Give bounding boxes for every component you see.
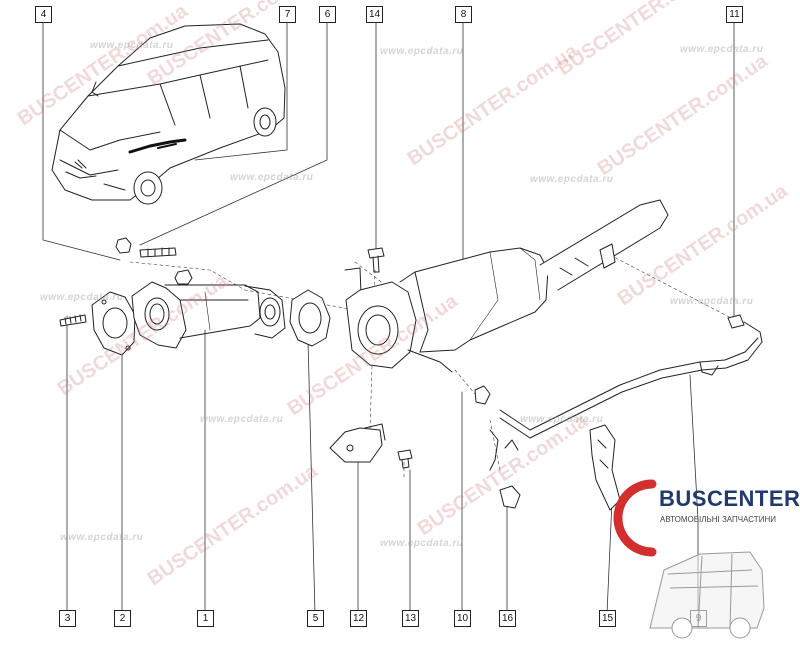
callout-7[interactable]: 7: [279, 6, 296, 23]
part-16-clip: [489, 429, 521, 509]
part-1-down-pipe: [131, 281, 286, 349]
callout-4[interactable]: 4: [35, 6, 52, 23]
part-nut: [174, 269, 193, 285]
part-11-connector: [727, 314, 763, 343]
callout-14[interactable]: 14: [366, 6, 383, 23]
callout-11[interactable]: 11: [726, 6, 743, 23]
callout-12[interactable]: 12: [350, 610, 367, 627]
part-12-bracket: [329, 423, 386, 463]
part-3-stud: [59, 314, 87, 327]
callout-15[interactable]: 15: [599, 610, 616, 627]
part-9-pressure-pipe: [499, 337, 763, 451]
part-14-bolt: [367, 247, 385, 273]
brand-name: BUSCENTER: [659, 486, 800, 511]
part-15-support: [589, 243, 621, 511]
part-8-particulate-filter: [344, 199, 669, 373]
callout-6[interactable]: 6: [319, 6, 336, 23]
callout-13[interactable]: 13: [402, 610, 419, 627]
part-5-flange-gasket: [289, 289, 331, 347]
vehicle-illustration: [51, 23, 286, 205]
callout-10[interactable]: 10: [454, 610, 471, 627]
callout-8[interactable]: 8: [455, 6, 472, 23]
callout-5[interactable]: 5: [307, 610, 324, 627]
brand-logo: BUSCENTER АВТОМОБІЛЬНІ ЗАПЧАСТИНИ: [612, 478, 800, 656]
callout-2[interactable]: 2: [114, 610, 131, 627]
brand-mark-icon: [613, 479, 765, 639]
part-6-sensor: [115, 237, 177, 258]
part-13-screw: [397, 449, 413, 469]
part-2-gasket: [91, 291, 136, 356]
callout-1[interactable]: 1: [197, 610, 214, 627]
brand-tagline: АВТОМОБІЛЬНІ ЗАПЧАСТИНИ: [660, 515, 776, 524]
callout-3[interactable]: 3: [59, 610, 76, 627]
part-10-clamp: [474, 385, 491, 405]
callout-16[interactable]: 16: [499, 610, 516, 627]
